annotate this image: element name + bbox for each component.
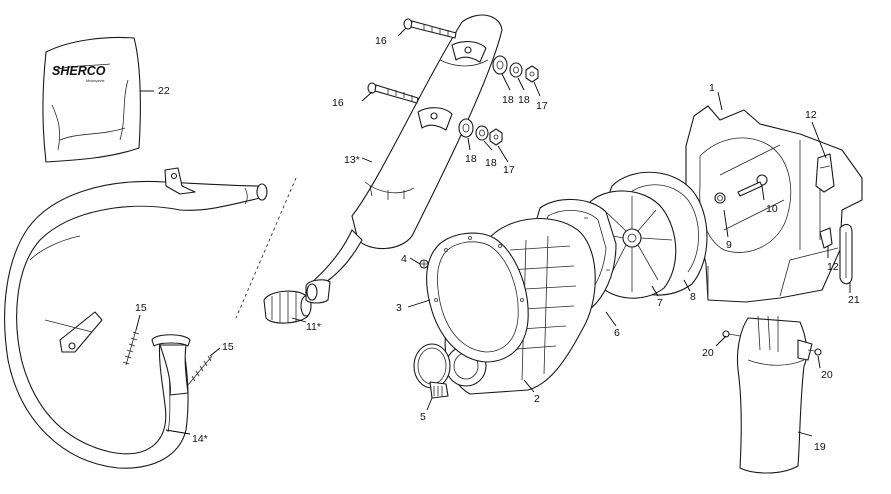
callout-20-right: 20 (821, 369, 833, 381)
callout-5: 5 (420, 411, 426, 423)
callout-18-lower-right: 18 (485, 157, 497, 169)
spring-15-left (122, 329, 140, 366)
callout-13: 13* (344, 154, 360, 166)
callout-1: 1 (709, 82, 715, 94)
callout-12-lower: 12 (827, 261, 839, 273)
part-16-lower-bolt (367, 82, 419, 104)
callout-12-upper: 12 (805, 109, 817, 121)
callout-2: 2 (534, 393, 540, 405)
callout-15-left: 15 (135, 302, 147, 314)
part-22-bag: SHERCO Motorsports (42, 36, 141, 163)
part-11-rubber-connector (263, 290, 312, 324)
callout-18-upper-right: 18 (518, 94, 530, 106)
part-16-upper-bolt (403, 18, 457, 39)
callout-labels: 16 16 18 18 17 18 18 17 13* 22 1 12 10 9… (135, 35, 860, 453)
callout-6: 6 (614, 327, 620, 339)
callout-17-upper: 17 (536, 100, 548, 112)
lower-fastener-stack (458, 118, 503, 146)
part-5-hose-clamp (413, 343, 451, 399)
callout-4: 4 (401, 253, 407, 265)
callout-3: 3 (396, 302, 402, 314)
callout-8: 8 (690, 291, 696, 303)
callout-22: 22 (158, 85, 170, 97)
part-3-gasket (426, 232, 529, 363)
bag-tagline: Motorsports (86, 79, 105, 83)
callout-7: 7 (657, 297, 663, 309)
spring-15-right (187, 355, 213, 386)
callout-19: 19 (814, 441, 826, 453)
callout-11: 11* (306, 321, 321, 333)
part-4-screw (419, 259, 429, 269)
part-12-clip-lower (819, 227, 833, 249)
part-14-expansion-chamber (4, 167, 268, 469)
callout-9: 9 (726, 239, 732, 251)
bag-brand-logo: SHERCO (52, 64, 106, 78)
part-21-strap (839, 223, 853, 285)
callout-16-upper: 16 (375, 35, 387, 47)
callout-17-lower: 17 (503, 164, 515, 176)
part-12-clip-upper (815, 153, 835, 193)
part-19-intake-duct (736, 315, 813, 474)
part-13-silencer (305, 14, 503, 304)
callout-14: 14* (192, 433, 208, 445)
screw-20-right (807, 348, 822, 356)
callout-18-lower-left: 18 (465, 153, 477, 165)
callout-16-lower: 16 (332, 97, 344, 109)
callout-10: 10 (766, 203, 778, 215)
callout-15-right: 15 (222, 341, 234, 353)
leader-lines (135, 27, 851, 437)
screw-20-left (722, 330, 741, 338)
callout-20-left: 20 (702, 347, 714, 359)
assembly-guide-line (235, 177, 297, 319)
part-1-airbox (685, 105, 863, 303)
upper-fastener-stack (492, 55, 539, 83)
callout-18-upper-left: 18 (502, 94, 514, 106)
callout-21: 21 (848, 294, 860, 306)
